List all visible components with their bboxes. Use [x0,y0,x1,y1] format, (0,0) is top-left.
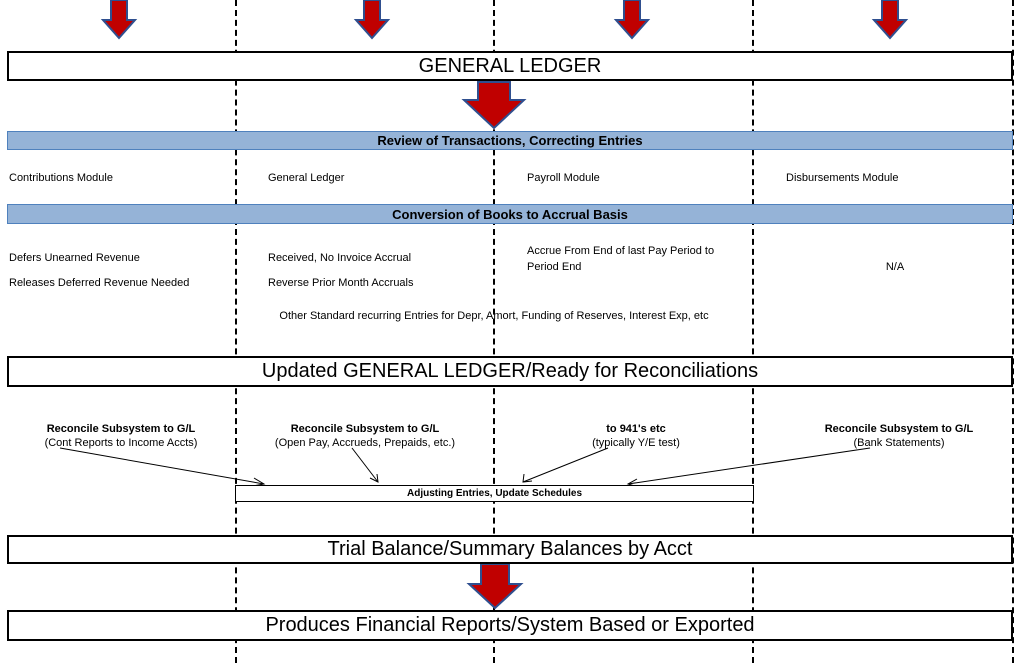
updated-general-ledger-label: Updated GENERAL LEDGER/Ready for Reconci… [261,360,759,382]
conversion-band: Conversion of Books to Accrual Basis [7,204,1013,224]
adjusting-entries-box: Adjusting Entries, Update Schedules [235,485,754,502]
adjusting-entries-label: Adjusting Entries, Update Schedules [406,488,583,499]
accrual-item: Accrue From End of last Pay Period to [527,245,715,257]
reconcile-subtitle: (typically Y/E test) [592,437,680,449]
general-ledger-label: GENERAL LEDGER [418,54,602,77]
accrual-item: Releases Deferred Revenue Needed [9,277,190,289]
review-band-label: Review of Transactions, Correcting Entri… [377,133,643,148]
general-ledger-box: GENERAL LEDGER [7,51,1013,81]
updated-general-ledger-box: Updated GENERAL LEDGER/Ready for Reconci… [7,356,1013,387]
down-arrow-icon [353,0,391,40]
trial-balance-label: Trial Balance/Summary Balances by Acct [327,538,693,560]
reconcile-title: to 941's etc [606,423,666,435]
connector-arrow [522,447,609,483]
module-label-general-ledger: General Ledger [268,172,345,184]
connector-arrow [59,447,265,485]
module-label-disbursements: Disbursements Module [786,172,899,184]
reconcile-subtitle: (Open Pay, Accrueds, Prepaids, etc.) [274,437,456,449]
reconcile-note-4: Reconcile Subsystem to G/L (Bank Stateme… [784,422,1014,450]
down-arrow-icon [871,0,909,40]
arrowhead-icon [522,473,533,483]
accrual-other-entries: Other Standard recurring Entries for Dep… [279,310,709,322]
accrual-item-na: N/A [885,261,905,273]
column-divider-3 [752,0,754,663]
column-divider-1 [235,0,237,663]
connector-arrow [627,447,871,485]
financial-reports-box: Produces Financial Reports/System Based … [7,610,1013,641]
reconcile-subtitle: (Cont Reports to Income Accts) [44,437,198,449]
accrual-item: Reverse Prior Month Accruals [268,277,414,289]
connector-arrow [351,447,379,483]
accrual-item: Received, No Invoice Accrual [268,252,412,264]
down-arrow-icon [100,0,138,40]
accrual-item: Period End [527,261,582,273]
conversion-band-label: Conversion of Books to Accrual Basis [392,206,628,222]
reconcile-note-1: Reconcile Subsystem to G/L (Cont Reports… [8,422,234,450]
column-divider-2 [493,0,495,663]
arrowhead-icon [369,473,379,483]
down-arrow-large-icon [466,563,524,610]
trial-balance-box: Trial Balance/Summary Balances by Acct [7,535,1013,564]
financial-reports-label: Produces Financial Reports/System Based … [265,614,755,636]
reconcile-note-2: Reconcile Subsystem to G/L (Open Pay, Ac… [237,422,493,450]
reconcile-title: Reconcile Subsystem to G/L [290,423,440,435]
module-label-payroll: Payroll Module [527,172,600,184]
review-band: Review of Transactions, Correcting Entri… [7,131,1013,150]
down-arrow-large-icon [461,81,527,130]
column-divider-4 [1012,0,1014,663]
reconcile-title: Reconcile Subsystem to G/L [824,423,974,435]
module-label-contributions: Contributions Module [9,172,113,184]
accrual-item: Defers Unearned Revenue [9,252,140,264]
down-arrow-icon [613,0,651,40]
reconcile-subtitle: (Bank Statements) [853,437,945,449]
reconcile-title: Reconcile Subsystem to G/L [46,423,196,435]
reconcile-note-3: to 941's etc (typically Y/E test) [526,422,746,450]
